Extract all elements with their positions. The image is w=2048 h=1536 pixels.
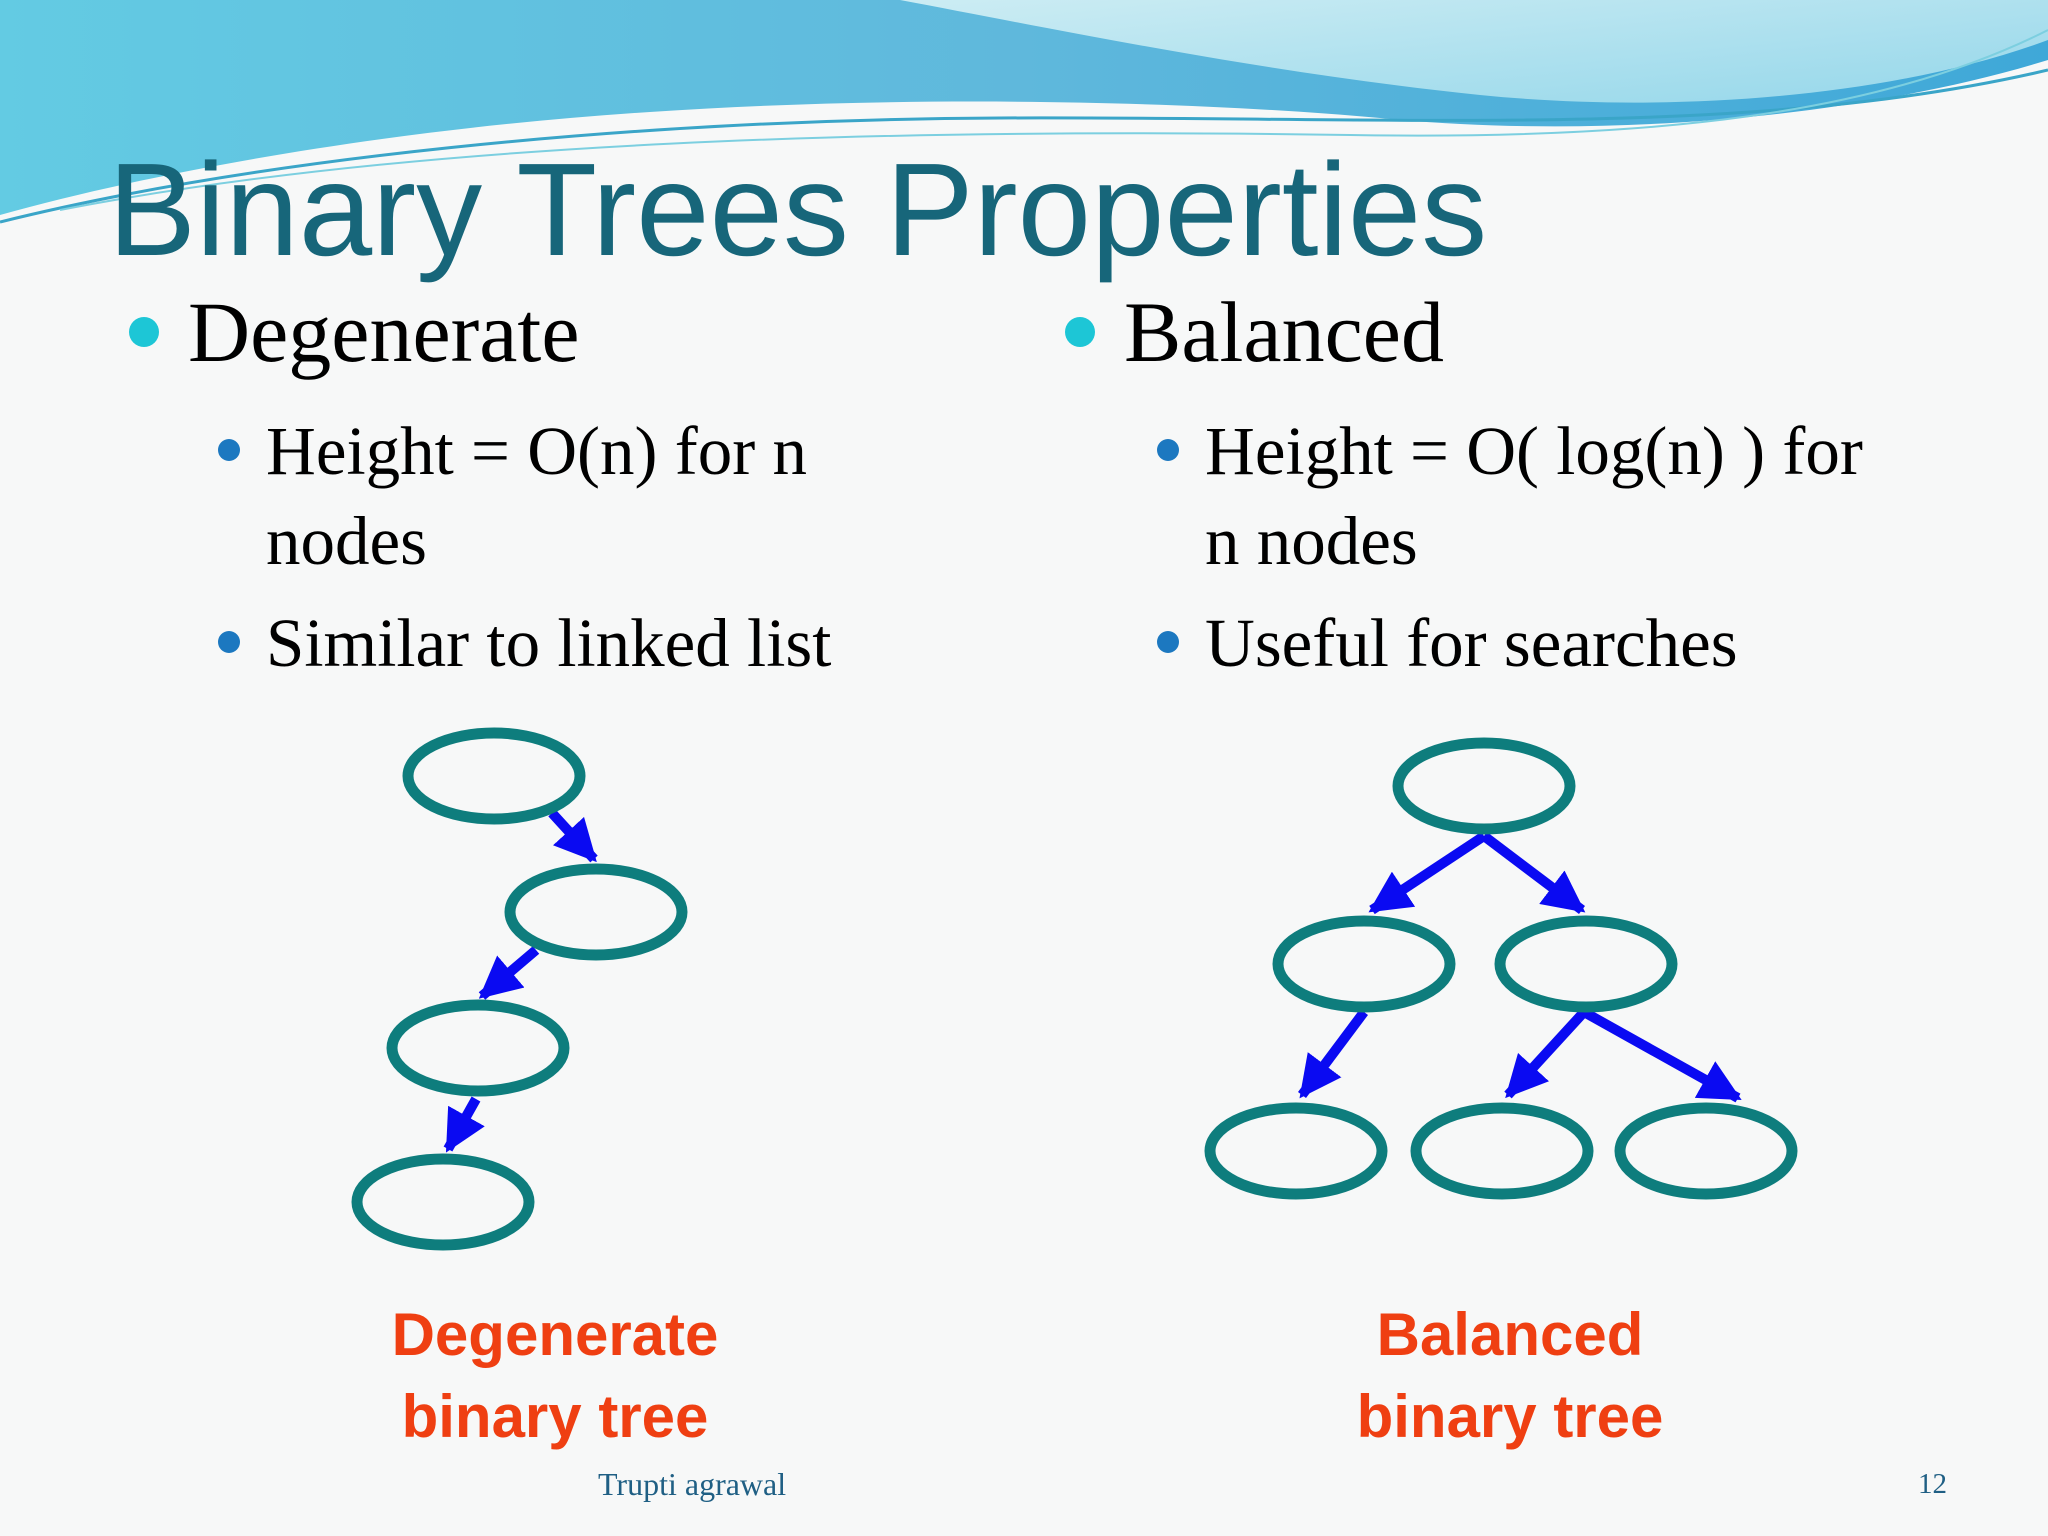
balanced-caption-line1: Balanced	[1376, 1301, 1644, 1368]
degenerate-node-2	[504, 863, 688, 961]
balanced-edge-left-leaf	[1297, 1009, 1369, 1099]
degenerate-caption-line1: Degenerate	[391, 1301, 719, 1368]
bullet-degenerate-linked-list-label: Similar to linked list	[266, 605, 832, 681]
degenerate-edge-3	[443, 1096, 485, 1153]
bullet-balanced-height-label: Height = O( log(n) ) for n nodes	[1205, 413, 1863, 579]
degenerate-node-3	[386, 999, 570, 1097]
bullet-degenerate: Degenerate	[129, 282, 580, 382]
slide-title: Binary Trees Properties	[108, 136, 1488, 283]
footer-author: Trupti agrawal	[598, 1466, 787, 1502]
bullet-degenerate-linked-list: Similar to linked list	[218, 598, 832, 688]
bullet-dot-icon	[1157, 439, 1179, 461]
bullet-balanced-searches: Useful for searches	[1157, 598, 1738, 688]
bullet-degenerate-height: Height = O(n) for n nodes	[218, 406, 906, 586]
degenerate-edge-2	[478, 946, 540, 1000]
degenerate-node-4	[351, 1153, 535, 1251]
balanced-leaf-1	[1204, 1102, 1388, 1200]
bullet-balanced-label: Balanced	[1124, 284, 1444, 380]
degenerate-caption-line2: binary tree	[401, 1383, 709, 1450]
balanced-leaf-3	[1614, 1102, 1798, 1200]
degenerate-node-1	[402, 727, 586, 825]
balanced-node-root	[1392, 737, 1576, 835]
bullet-balanced: Balanced	[1065, 282, 1444, 382]
bullet-dot-icon	[1157, 631, 1179, 653]
balanced-edge-right-leaf-1	[1504, 1008, 1588, 1099]
balanced-edge-right-leaf-2	[1581, 1007, 1742, 1103]
degenerate-tree-caption: Degenerate binary tree	[305, 1294, 805, 1458]
balanced-edge-root-right	[1480, 832, 1586, 914]
balanced-leaf-2	[1410, 1102, 1594, 1200]
bullet-dot-icon	[218, 439, 240, 461]
header-wave-decoration	[0, 0, 2048, 224]
bullet-balanced-searches-label: Useful for searches	[1205, 605, 1738, 681]
bullet-dot-icon	[218, 631, 240, 653]
balanced-tree	[1204, 737, 1798, 1200]
balanced-node-right	[1494, 915, 1678, 1013]
balanced-edge-root-left	[1368, 831, 1487, 915]
degenerate-tree	[351, 727, 688, 1251]
page-number: 12	[1918, 1468, 1947, 1500]
bullet-degenerate-height-label: Height = O(n) for n nodes	[266, 413, 807, 579]
balanced-node-left	[1272, 915, 1456, 1013]
balanced-caption-line2: binary tree	[1356, 1383, 1664, 1450]
bullet-balanced-height: Height = O( log(n) ) for n nodes	[1157, 406, 1905, 586]
balanced-tree-caption: Balanced binary tree	[1260, 1294, 1760, 1458]
bullet-dot-icon	[129, 317, 159, 347]
bullet-degenerate-label: Degenerate	[188, 284, 580, 380]
degenerate-edge-1	[548, 809, 598, 863]
bullet-dot-icon	[1065, 317, 1095, 347]
